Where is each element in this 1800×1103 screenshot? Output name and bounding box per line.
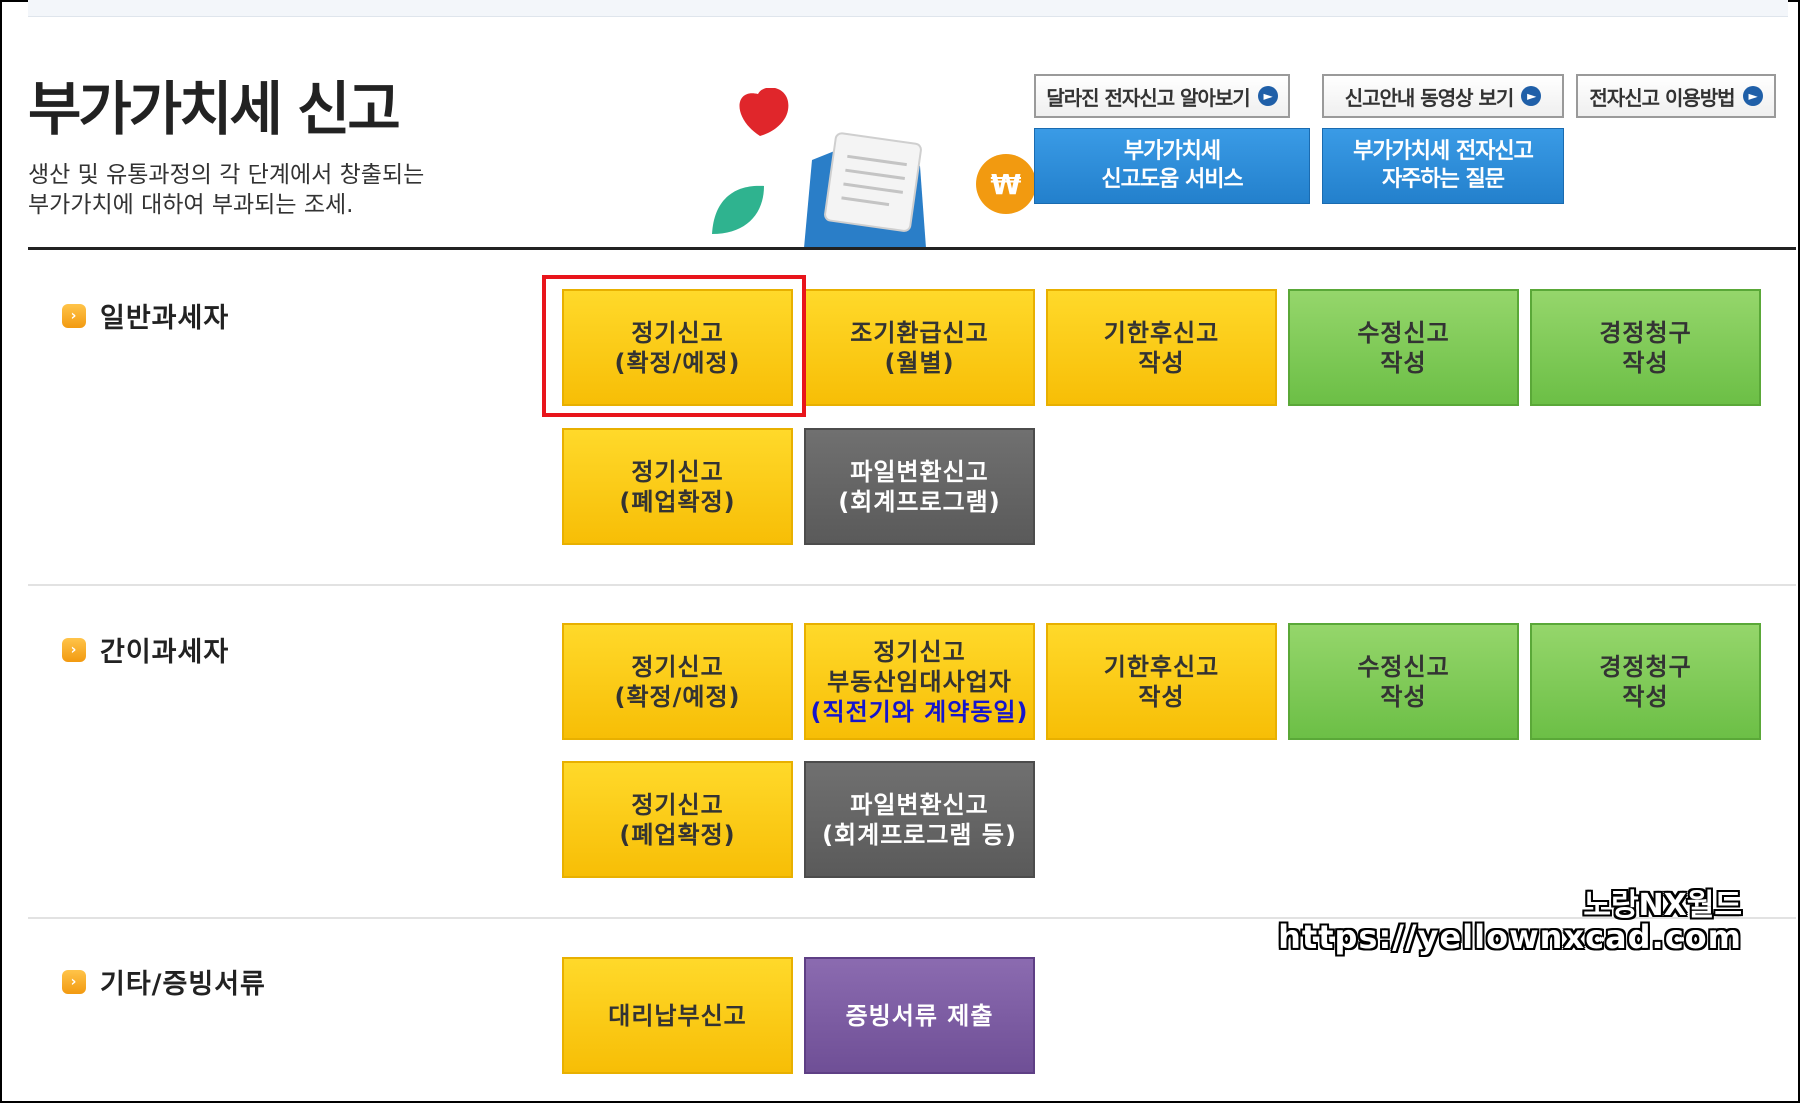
section-divider [28,917,1796,919]
tile-late-filing[interactable]: 기한후신고 작성 [1046,289,1277,406]
tile-line: (직전기와 계약동일) [810,697,1029,726]
won-coin-icon: ₩ [976,154,1036,214]
description-line: 생산 및 유통과정의 각 단계에서 창출되는 [28,162,425,188]
top-strip [28,0,1788,17]
tile-line: (확정/예정) [614,348,741,377]
tile-simple-file-conversion-filing[interactable]: 파일변환신고 (회계프로그램 등) [804,761,1035,878]
page-title: 부가가치세 신고 [28,75,401,143]
tile-line: 정기신고 [631,457,724,486]
section-label-text: 간이과세자 [100,637,230,668]
description-line: 부가가치에 대하여 부과되는 조세. [28,192,354,218]
tile-regular-filing-final-interim[interactable]: 정기신고 (확정/예정) [562,289,793,406]
tile-line: 파일변환신고 [850,457,989,486]
tile-line: 조기환급신고 [850,318,989,347]
svg-text:₩: ₩ [991,168,1022,201]
tile-simple-regular-filing-closure[interactable]: 정기신고 (폐업확정) [562,761,793,878]
button-label: 전자신고 이용방법 [1589,85,1735,110]
tile-file-conversion-filing[interactable]: 파일변환신고 (회계프로그램) [804,428,1035,545]
button-label: 신고안내 동영상 보기 [1344,85,1515,110]
whats-new-e-filing-button[interactable]: 달라진 전자신고 알아보기 ► [1034,74,1290,118]
tile-simple-regular-filing-final-interim[interactable]: 정기신고 (확정/예정) [562,623,793,740]
tile-line: (회계프로그램 등) [822,820,1017,849]
tile-line: 작성 [1622,682,1669,711]
button-label: 부가가치세 [1123,139,1221,164]
tile-line: 작성 [1380,682,1427,711]
vat-efiling-faq-button[interactable]: 부가가치세 전자신고 자주하는 질문 [1322,128,1564,204]
watermark-url: https://yellownxcad.com [1278,918,1742,956]
section-label-simplified-taxpayer: › 간이과세자 [62,630,229,669]
filing-guide-video-button[interactable]: 신고안내 동영상 보기 ► [1322,74,1564,118]
button-label: 신고도움 서비스 [1101,167,1243,192]
section-label-general-taxpayer: › 일반과세자 [62,296,229,335]
tile-simple-amended-filing[interactable]: 수정신고 작성 [1288,623,1519,740]
section-label-text: 일반과세자 [100,303,230,334]
button-label: 부가가치세 전자신고 [1353,139,1534,164]
watermark-title: 노랑NX월드 [1583,888,1742,923]
tile-line: (월별) [884,348,955,377]
tile-early-refund-filing[interactable]: 조기환급신고 (월별) [804,289,1035,406]
tile-line: 정기신고 [631,652,724,681]
arrow-right-circle-icon: ► [1257,86,1278,106]
tile-amended-filing[interactable]: 수정신고 작성 [1288,289,1519,406]
tile-simple-correction-claim[interactable]: 경정청구 작성 [1530,623,1761,740]
vat-filing-help-service-button[interactable]: 부가가치세 신고도움 서비스 [1034,128,1310,204]
arrow-right-circle-icon: ► [1521,86,1542,106]
tile-line: 작성 [1138,682,1185,711]
button-label: 자주하는 질문 [1381,167,1505,192]
e-filing-howto-button[interactable]: 전자신고 이용방법 ► [1576,74,1776,118]
button-label: 달라진 전자신고 알아보기 [1046,85,1250,110]
envelope-document-icon [804,132,926,248]
tile-line: (회계프로그램) [838,487,1001,516]
tile-line: (확정/예정) [614,682,741,711]
tile-submit-evidence-documents[interactable]: 증빙서류 제출 [804,957,1035,1074]
tile-regular-filing-closure[interactable]: 정기신고 (폐업확정) [562,428,793,545]
tile-line: 정기신고 [631,318,724,347]
tile-line: (폐업확정) [619,820,736,849]
tile-line: 작성 [1138,348,1185,377]
tile-correction-claim[interactable]: 경정청구 작성 [1530,289,1761,406]
page-description: 생산 및 유통과정의 각 단계에서 창출되는 부가가치에 대하여 부과되는 조세… [28,160,424,220]
tile-proxy-payment-filing[interactable]: 대리납부신고 [562,957,793,1074]
tile-line: 증빙서류 제출 [845,1001,994,1030]
bullet-arrow-icon: › [62,637,86,662]
tile-line: 부동산임대사업자 [827,667,1012,696]
bullet-arrow-icon: › [62,303,86,328]
tile-line: 수정신고 [1357,652,1450,681]
tile-line: 파일변환신고 [850,790,989,819]
tile-line: 수정신고 [1357,318,1450,347]
tile-line: 정기신고 [873,637,966,666]
tile-simple-late-filing[interactable]: 기한후신고 작성 [1046,623,1277,740]
tile-line: 작성 [1380,348,1427,377]
arrow-right-circle-icon: ► [1742,86,1763,106]
header-illustration: ₩ [712,88,1036,248]
header-divider [28,247,1796,250]
section-label-text: 기타/증빙서류 [100,969,266,1000]
tile-line: 작성 [1622,348,1669,377]
tile-line: 대리납부신고 [608,1001,747,1030]
heart-icon [739,88,789,136]
section-divider [28,584,1796,586]
tile-line: 경정청구 [1599,652,1692,681]
bullet-arrow-icon: › [62,969,86,994]
tile-simple-regular-filing-real-estate[interactable]: 정기신고 부동산임대사업자 (직전기와 계약동일) [804,623,1035,740]
section-label-other-documents: › 기타/증빙서류 [62,962,266,1001]
tile-line: 기한후신고 [1103,652,1220,681]
tile-line: 정기신고 [631,790,724,819]
leaf-icon [712,185,764,234]
tile-line: (폐업확정) [619,487,736,516]
tile-line: 기한후신고 [1103,318,1220,347]
tile-line: 경정청구 [1599,318,1692,347]
